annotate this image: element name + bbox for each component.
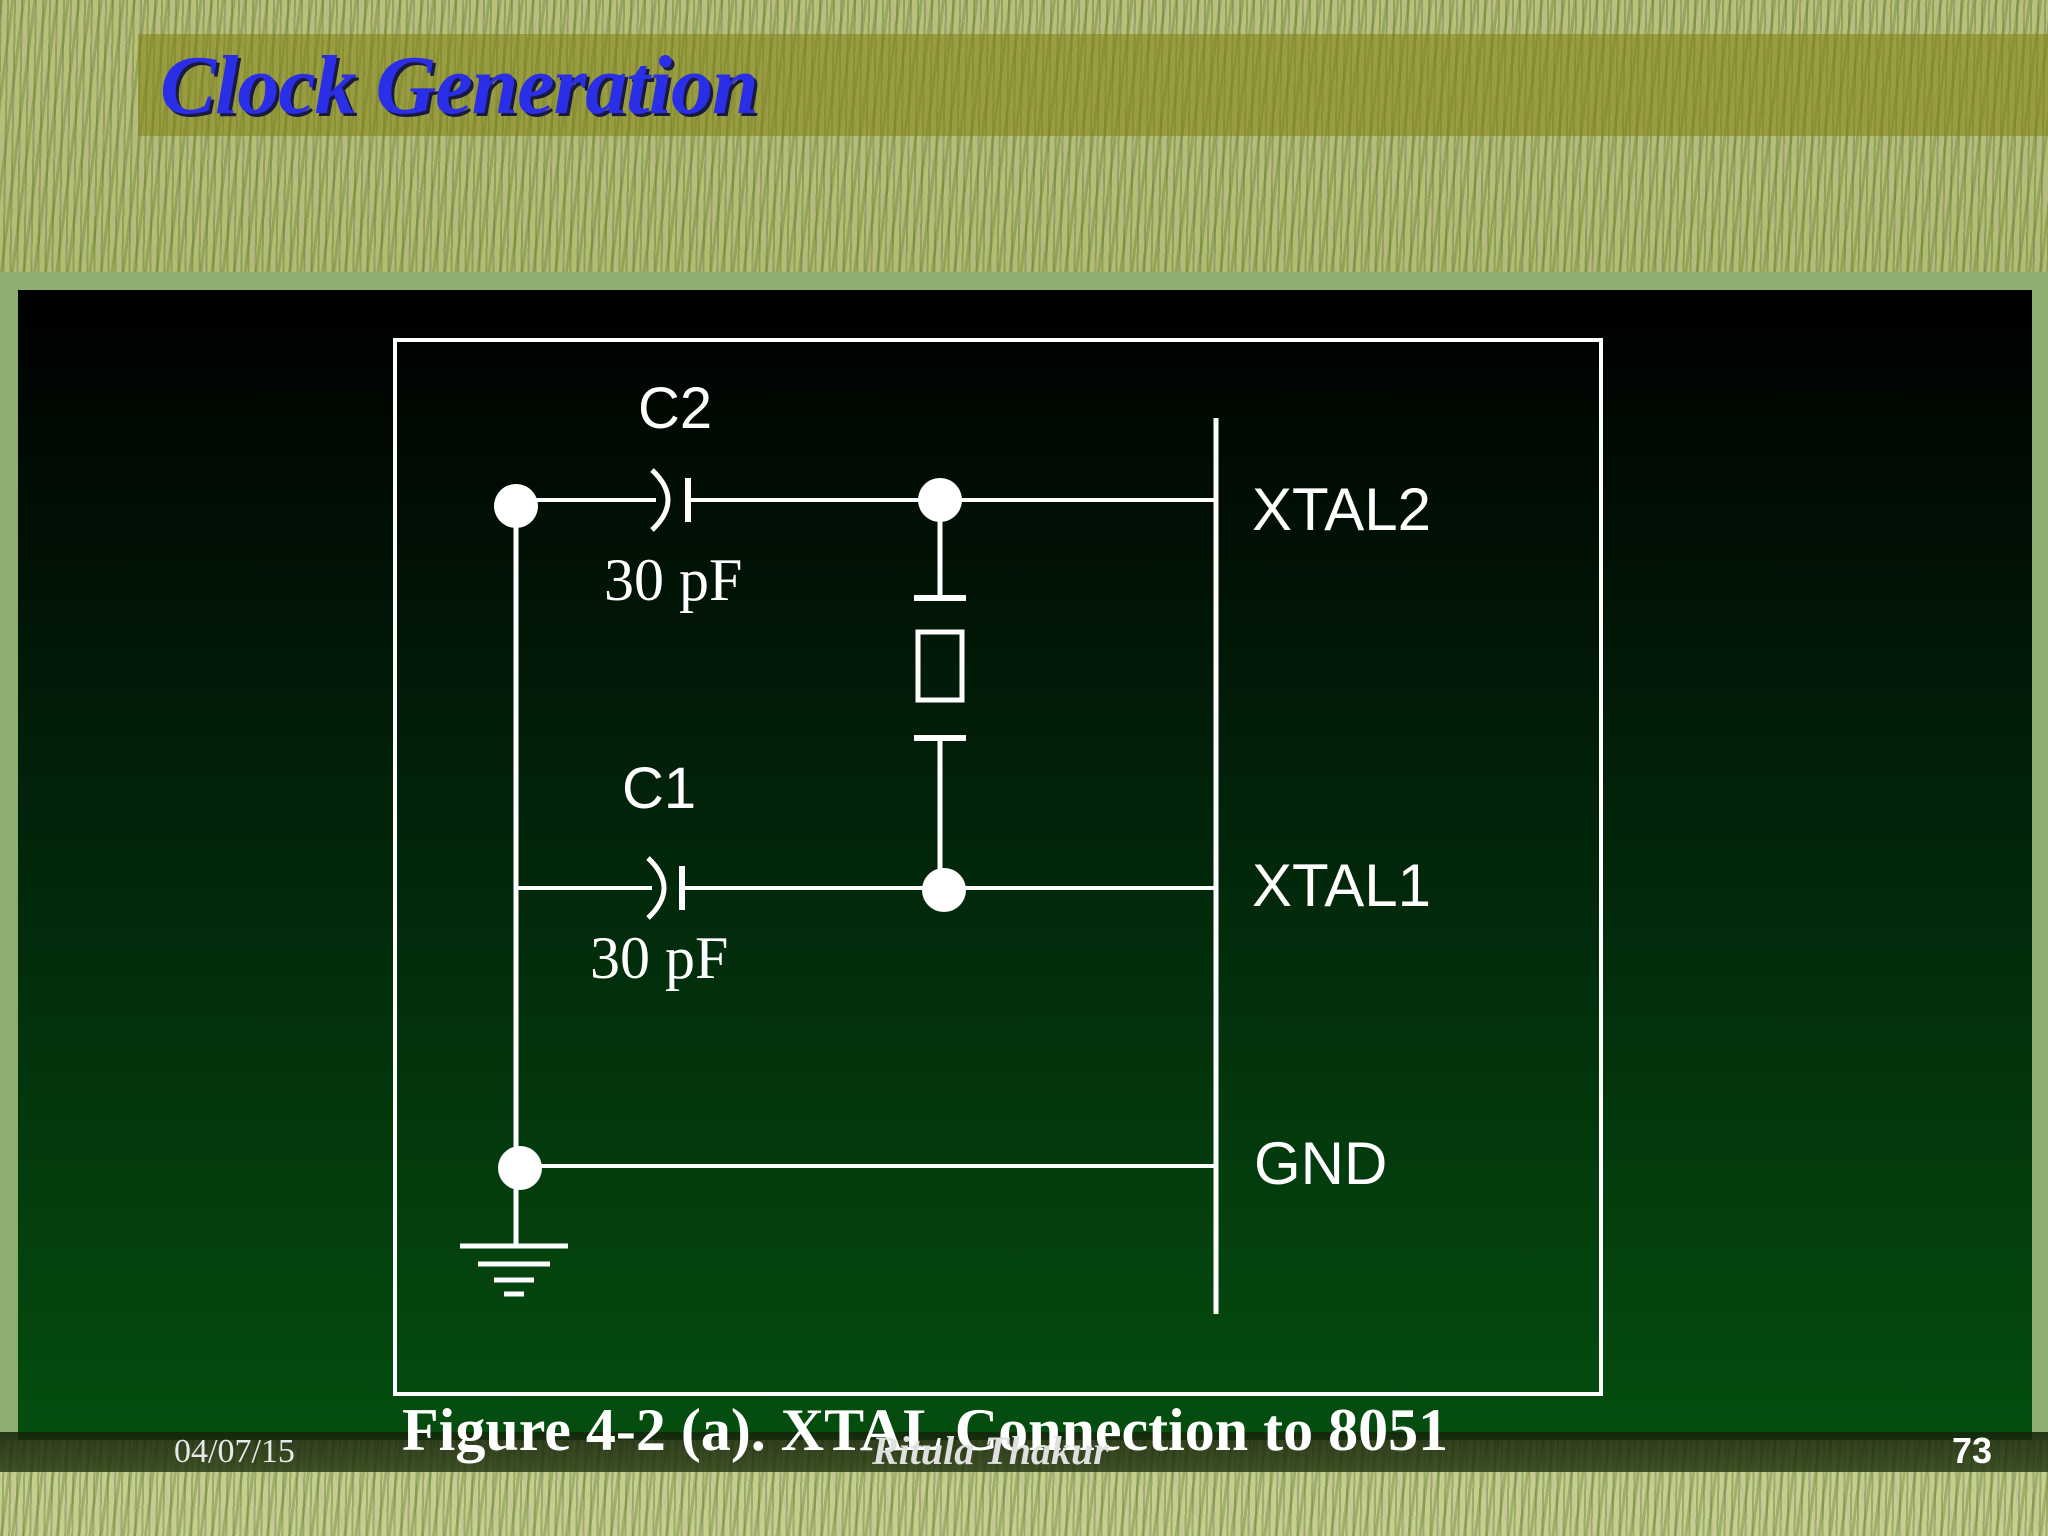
c2-label: C2: [638, 376, 712, 441]
c2-capacitor-curved-plate: [650, 468, 671, 532]
slide-title: Clock Generation: [160, 39, 759, 132]
crystal-body: [915, 629, 965, 703]
c1-capacitor-curved-plate: [646, 856, 667, 920]
c1-value-label: 30 pF: [590, 925, 728, 991]
junction-dot: [498, 1146, 542, 1190]
figure-caption: Figure 4-2 (a). XTAL Connection to 8051: [402, 1397, 1449, 1463]
footer-date: 04/07/15: [174, 1433, 295, 1470]
page-number: 73: [1951, 1430, 1992, 1471]
pin-xtal2-label: XTAL2: [1252, 476, 1431, 543]
title-band: [138, 34, 2048, 136]
content-panel: [18, 290, 2032, 1440]
pin-xtal1-label: XTAL1: [1252, 852, 1431, 919]
c2-value-label: 30 pF: [604, 547, 742, 613]
junction-dot: [494, 484, 538, 528]
pin-gnd-label: GND: [1254, 1130, 1387, 1197]
footer-author: Ritula Thakur: [872, 1428, 1109, 1473]
figure-border: [393, 338, 1603, 1396]
junction-dot: [922, 868, 966, 912]
c1-label: C1: [622, 756, 696, 821]
footer-bar: [0, 1432, 2048, 1472]
junction-dot: [918, 478, 962, 522]
